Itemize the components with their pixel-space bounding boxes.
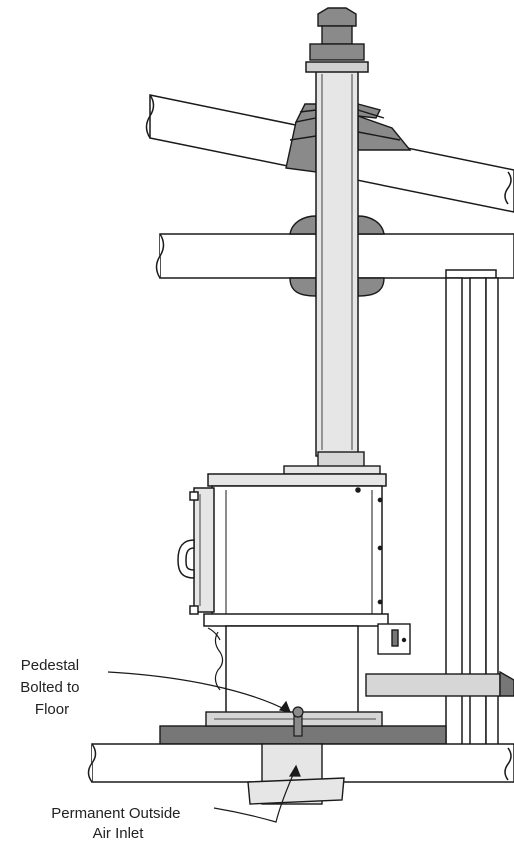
chimney-cap bbox=[309, 7, 365, 61]
door-handle-icon bbox=[177, 539, 195, 579]
stove-pipe-collar bbox=[283, 451, 381, 475]
stove-body bbox=[203, 473, 389, 627]
chimney-pipe bbox=[305, 61, 369, 457]
control-box bbox=[377, 623, 411, 655]
stove-door bbox=[189, 487, 215, 615]
arrow-head-icon bbox=[278, 700, 291, 713]
air-inlet-label: Permanent Outside Air Inlet bbox=[51, 805, 184, 842]
arrow-head-icon bbox=[288, 764, 301, 777]
pedestal bbox=[207, 625, 359, 715]
outside-air-duct bbox=[365, 670, 514, 697]
pedestal-label: Pedestal Bolted to Floor bbox=[20, 657, 83, 718]
bolt-icon bbox=[292, 706, 304, 737]
leader-lines bbox=[107, 671, 301, 823]
hearth-pad bbox=[159, 711, 447, 745]
